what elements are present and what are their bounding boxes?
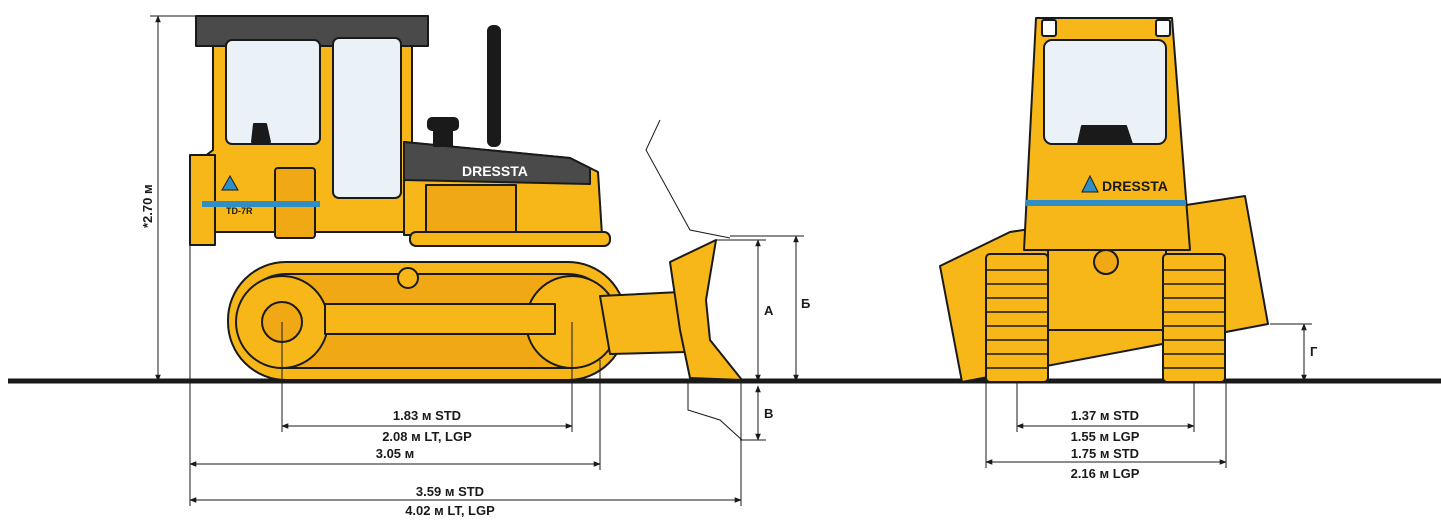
front-seat — [1077, 125, 1133, 145]
blade-lowered-ghost-icon — [687, 380, 743, 441]
front-light-left — [1041, 19, 1057, 37]
front-track-right — [1162, 253, 1226, 383]
height-label: *2.70 м — [140, 184, 155, 228]
front-width-std: 1.75 м STD — [1071, 446, 1139, 461]
side-view-dozer — [189, 15, 743, 381]
front-hub — [1093, 249, 1119, 275]
side-logo-icon — [221, 174, 239, 191]
side-brand-name: DRESSTA — [462, 163, 528, 179]
front-dimension-lines — [985, 323, 1312, 468]
front-logo-icon — [1081, 174, 1099, 193]
exhaust-stack — [487, 25, 501, 147]
cab-window-front — [332, 37, 402, 199]
front-track-treads — [986, 269, 1225, 369]
stripe-blue — [202, 201, 320, 207]
roller-frame — [324, 303, 556, 335]
blade-drop-label: В — [764, 406, 773, 421]
side-dimension-lines — [150, 15, 804, 506]
air-cleaner-body — [433, 127, 453, 147]
clearance-label: Г — [1310, 344, 1318, 359]
dozer-blade — [669, 239, 743, 381]
front-light-right — [1155, 19, 1171, 37]
track-center-std: 1.83 м STD — [393, 408, 461, 423]
front-gauge-lgp: 1.55 м LGP — [1071, 429, 1140, 444]
overall-length-std: 3.59 м STD — [416, 484, 484, 499]
push-arm — [599, 291, 687, 355]
overall-length-lt: 4.02 м LT, LGP — [405, 503, 495, 518]
lift-cylinder — [409, 231, 611, 247]
side-model-badge: TD-7R — [226, 206, 253, 216]
seat-silhouette — [251, 123, 271, 143]
front-brand-name: DRESSTA — [1102, 178, 1168, 194]
track-length: 3.05 м — [376, 446, 415, 461]
track-center-lt: 2.08 м LT, LGP — [382, 429, 472, 444]
blade-lift-label: А — [764, 303, 774, 318]
cab-window-rear — [225, 39, 321, 145]
blade-raised-ghost-icon — [645, 119, 731, 239]
carrier-roller — [397, 267, 419, 289]
front-width-lgp: 2.16 м LGP — [1071, 466, 1140, 481]
engine-side-door — [425, 184, 517, 236]
blade-total-label: Б — [801, 296, 810, 311]
rear-panel — [189, 154, 216, 246]
front-track-left — [985, 253, 1049, 383]
front-gauge-std: 1.37 м STD — [1071, 408, 1139, 423]
front-view-dozer — [939, 17, 1269, 383]
front-stripe — [1026, 200, 1186, 206]
hood-top — [403, 141, 591, 185]
